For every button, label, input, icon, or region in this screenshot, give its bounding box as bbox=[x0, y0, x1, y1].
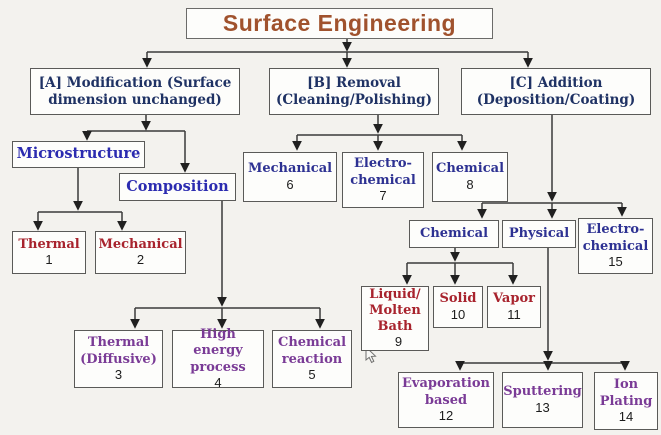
node-label: Electro- chemical bbox=[582, 222, 649, 254]
node-high-energy-4: High energy process 4 bbox=[172, 327, 264, 390]
node-title: Surface Engineering bbox=[186, 8, 493, 39]
node-label: Electro- chemical bbox=[350, 156, 416, 188]
node-label: High energy process bbox=[190, 327, 246, 375]
node-label: Evaporation based bbox=[402, 376, 490, 408]
node-c-addition: [C] Addition (Deposition/Coating) bbox=[461, 68, 651, 115]
node-number: 9 bbox=[394, 334, 403, 350]
node-label: Vapor bbox=[493, 291, 535, 307]
node-evaporation-12: Evaporation based 12 bbox=[398, 372, 494, 428]
node-physical: Physical bbox=[502, 220, 576, 248]
node-chemical-c: Chemical bbox=[409, 220, 499, 248]
node-label: Thermal bbox=[18, 236, 80, 252]
node-label: Chemical bbox=[419, 225, 489, 241]
node-number: 4 bbox=[214, 374, 222, 390]
node-label: Physical bbox=[508, 225, 570, 241]
node-number: 14 bbox=[618, 408, 634, 424]
node-number: 1 bbox=[45, 252, 53, 268]
node-label: [C] Addition (Deposition/Coating) bbox=[476, 74, 636, 108]
node-solid-10: Solid 10 bbox=[433, 286, 483, 328]
node-electrochemical-7: Electro- chemical 7 bbox=[342, 152, 424, 208]
node-thermal-diffusive-3: Thermal (Diffusive) 3 bbox=[74, 330, 163, 388]
node-mechanical-6: Mechanical 6 bbox=[243, 152, 337, 202]
node-number: 13 bbox=[535, 399, 550, 415]
node-a-modification: [A] Modification (Surface dimension unch… bbox=[30, 68, 240, 115]
node-number: 8 bbox=[466, 176, 474, 192]
node-microstructure: Microstructure bbox=[12, 141, 145, 168]
node-label: Composition bbox=[126, 177, 229, 195]
node-b-removal: [B] Removal (Cleaning/Polishing) bbox=[269, 68, 439, 115]
node-label: Liquid/ Molten Bath bbox=[369, 286, 421, 335]
title-label: Surface Engineering bbox=[222, 10, 457, 37]
node-electrochemical-15: Electro- chemical 15 bbox=[578, 218, 653, 274]
node-mechanical-2: Mechanical 2 bbox=[95, 231, 186, 274]
node-composition: Composition bbox=[119, 173, 236, 201]
node-label: Thermal (Diffusive) bbox=[80, 335, 157, 367]
node-vapor-11: Vapor 11 bbox=[487, 286, 541, 328]
node-number: 3 bbox=[114, 366, 123, 382]
node-number: 7 bbox=[379, 187, 387, 203]
node-number: 15 bbox=[608, 253, 623, 269]
node-thermal-1: Thermal 1 bbox=[12, 231, 86, 274]
node-number: 11 bbox=[507, 306, 521, 322]
node-number: 2 bbox=[136, 252, 145, 268]
node-label: Mechanical bbox=[247, 161, 333, 177]
node-number: 5 bbox=[308, 366, 316, 382]
node-label: Ion Plating bbox=[599, 377, 653, 409]
node-label: [B] Removal (Cleaning/Polishing) bbox=[276, 74, 432, 108]
node-number: 10 bbox=[450, 306, 466, 322]
node-label: Solid bbox=[439, 291, 477, 307]
node-number: 12 bbox=[438, 407, 454, 423]
node-label: [A] Modification (Surface dimension unch… bbox=[38, 74, 232, 108]
node-chemical-reaction-5: Chemical reaction 5 bbox=[272, 330, 352, 388]
node-number: 6 bbox=[286, 176, 294, 192]
node-label: Chemical reaction bbox=[277, 335, 347, 367]
node-sputtering-13: Sputtering 13 bbox=[502, 372, 583, 428]
node-label: Sputtering bbox=[503, 384, 582, 400]
node-ion-plating-14: Ion Plating 14 bbox=[594, 372, 658, 430]
node-label: Microstructure bbox=[16, 145, 141, 163]
node-label: Mechanical bbox=[98, 236, 183, 252]
node-label: Chemical bbox=[435, 161, 505, 177]
node-chemical-8: Chemical 8 bbox=[432, 152, 508, 202]
